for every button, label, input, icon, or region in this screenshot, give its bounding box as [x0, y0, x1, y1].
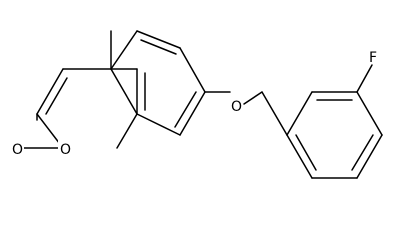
bond-c4-c4a: [110, 68, 138, 115]
bond-r4-r5-inner: [351, 134, 374, 171]
ether-linkage: [204, 91, 288, 136]
bond-r3-r4: [356, 91, 383, 136]
bond-c5-c6-inner: [140, 39, 177, 55]
bond-r6-r1-inner: [295, 134, 317, 171]
bond-r6-r1: [286, 134, 313, 179]
pyranone-ring: [36, 30, 138, 149]
bond-r1-r2: [286, 91, 313, 136]
bond-c4a-c5: [110, 30, 138, 70]
bond-c2-c3-double: [45, 77, 68, 115]
bond-c2-c3: [36, 68, 64, 115]
bond-r4-r5: [356, 134, 383, 179]
fluorobenzyl-ring: [286, 64, 383, 179]
bond-c7-c8-inner: [174, 91, 197, 128]
bond-ch2-ring: [261, 91, 288, 136]
coumarin-benzene-ring: [110, 30, 206, 136]
bond-c8-c8a: [136, 113, 181, 136]
atom-labels: O O O F: [10, 48, 379, 158]
bond-c6-c7: [179, 47, 206, 93]
molecule-structure: O O O F: [10, 30, 383, 179]
bond-c8a-o1: [116, 113, 138, 149]
bond-c7-c8: [179, 91, 206, 136]
fluorine-label: F: [369, 50, 377, 66]
bond-r3-f: [356, 64, 373, 93]
carbonyl-oxygen-label: O: [12, 142, 23, 158]
ether-oxygen-label: O: [231, 99, 242, 115]
bond-c5-c6: [136, 30, 181, 49]
ring-oxygen-label: O: [60, 142, 71, 158]
bond-o-ether-ch2: [243, 91, 263, 105]
